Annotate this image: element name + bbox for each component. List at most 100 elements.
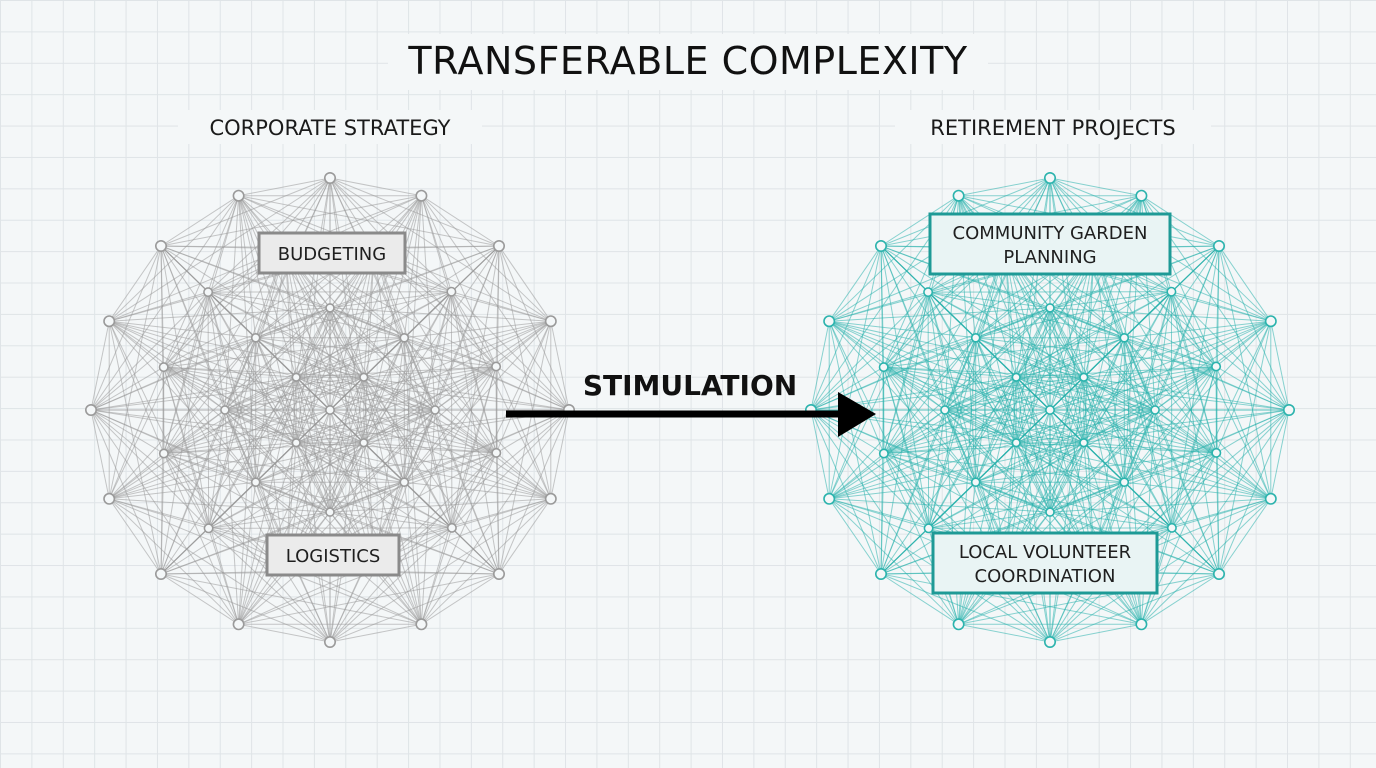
left-network-edge <box>207 291 297 444</box>
right-network-edge <box>1016 337 1125 378</box>
left-network-edge <box>285 571 331 643</box>
arrow-label: STIMULATION <box>583 369 797 402</box>
left-network-node <box>232 618 245 631</box>
left-network-edge <box>329 481 405 513</box>
left-network-node <box>291 372 301 382</box>
right-network-node <box>1135 618 1148 631</box>
left-network-edge <box>329 307 497 367</box>
left-network-edge <box>295 377 331 513</box>
left-network-edge <box>295 442 331 513</box>
right-network-edge <box>928 376 1017 529</box>
left-network-edge <box>420 527 453 625</box>
left-network-node <box>158 362 169 373</box>
left-network-edge <box>163 453 331 513</box>
left-network-edge <box>550 409 570 499</box>
left-network-edge <box>109 498 209 529</box>
left-network-edge <box>329 307 497 454</box>
left-network-edge <box>208 481 405 529</box>
right-network-edge <box>829 442 1017 500</box>
right-network-edge <box>1170 291 1173 528</box>
right-network-edge <box>975 337 1084 378</box>
left-network-edge <box>163 337 256 368</box>
left-network-edge <box>255 291 452 339</box>
left-network-edge <box>163 291 209 368</box>
left-network-edge <box>255 337 364 378</box>
right-network-edge <box>883 442 1017 454</box>
left-network-edge <box>420 409 570 625</box>
right-network-node <box>1166 522 1177 533</box>
right-network-edge <box>1124 452 1217 483</box>
right-network-edge <box>1124 481 1271 500</box>
left-network-edge <box>163 366 405 483</box>
left-network-node <box>492 240 505 253</box>
right-network-edge <box>928 409 1156 529</box>
right-network-edge <box>944 409 1125 483</box>
right-network-edge <box>883 366 977 483</box>
left-network-node <box>232 189 245 202</box>
left-network-edge <box>329 307 405 339</box>
left-network-edge <box>434 409 500 575</box>
left-network-edge <box>284 248 436 411</box>
left-network-edge <box>404 337 497 367</box>
right-network-edge <box>883 409 946 454</box>
left-network-edge <box>421 195 500 247</box>
left-network-node <box>359 372 369 382</box>
left-network-edge <box>450 291 453 528</box>
left-network-edge <box>238 195 500 247</box>
stimulation-arrow: STIMULATION <box>506 369 876 437</box>
right-network-edge <box>958 177 1051 197</box>
right-network-edge <box>1049 409 1085 444</box>
left-network-edge <box>224 248 286 411</box>
left-network-edge <box>163 195 240 368</box>
left-network-edge <box>238 195 297 378</box>
left-network-edge <box>238 195 257 483</box>
left-network-edge <box>295 376 331 411</box>
right-network-node <box>823 315 836 328</box>
left-network-edge <box>255 337 331 513</box>
left-network-edge <box>329 409 365 444</box>
right-network-node <box>1213 567 1226 580</box>
left-network-edge <box>224 376 364 411</box>
right-network-edge <box>828 245 882 322</box>
right-network-edge <box>1154 409 1173 528</box>
left-network-edge <box>90 321 110 411</box>
arrow-head <box>838 392 876 437</box>
right-network-edge <box>927 291 977 483</box>
left-network-edge <box>163 366 331 513</box>
right-network-node <box>952 189 965 202</box>
left-network-edge <box>163 409 226 454</box>
left-network-edge <box>224 337 405 411</box>
box-community-garden-line1: COMMUNITY GARDEN <box>953 223 1148 244</box>
right-network-edge <box>883 366 946 411</box>
right-network-node <box>878 448 889 459</box>
right-network-edge <box>927 291 1085 378</box>
left-network-edge <box>421 573 500 625</box>
right-network-edge <box>1216 409 1290 454</box>
left-network-edge <box>329 527 453 643</box>
left-network-edge <box>451 452 497 529</box>
left-network-node <box>446 522 457 533</box>
left-network-edge <box>363 442 497 454</box>
left-network-edge <box>163 453 256 483</box>
left-network-edge <box>404 481 551 500</box>
right-network-edge <box>927 291 1156 411</box>
right-network-edge <box>927 291 1051 513</box>
left-network-edge <box>108 498 331 643</box>
left-network-edge <box>255 481 331 513</box>
left-network-node <box>324 404 335 415</box>
left-network-node <box>544 492 557 505</box>
left-network-edge <box>498 498 552 575</box>
left-network-edge <box>108 320 165 368</box>
title-backdrop <box>388 34 988 90</box>
left-network-edge <box>329 498 552 643</box>
left-network-node <box>325 507 335 517</box>
right-network-edge <box>883 453 976 483</box>
right-network-edge <box>975 307 1051 483</box>
left-network-node <box>250 332 261 343</box>
right-network-edge <box>975 409 1156 483</box>
right-network-edge <box>944 337 1125 411</box>
right-network-edge <box>829 320 976 339</box>
right-network-edge <box>928 337 977 529</box>
left-network-edge <box>90 291 209 411</box>
